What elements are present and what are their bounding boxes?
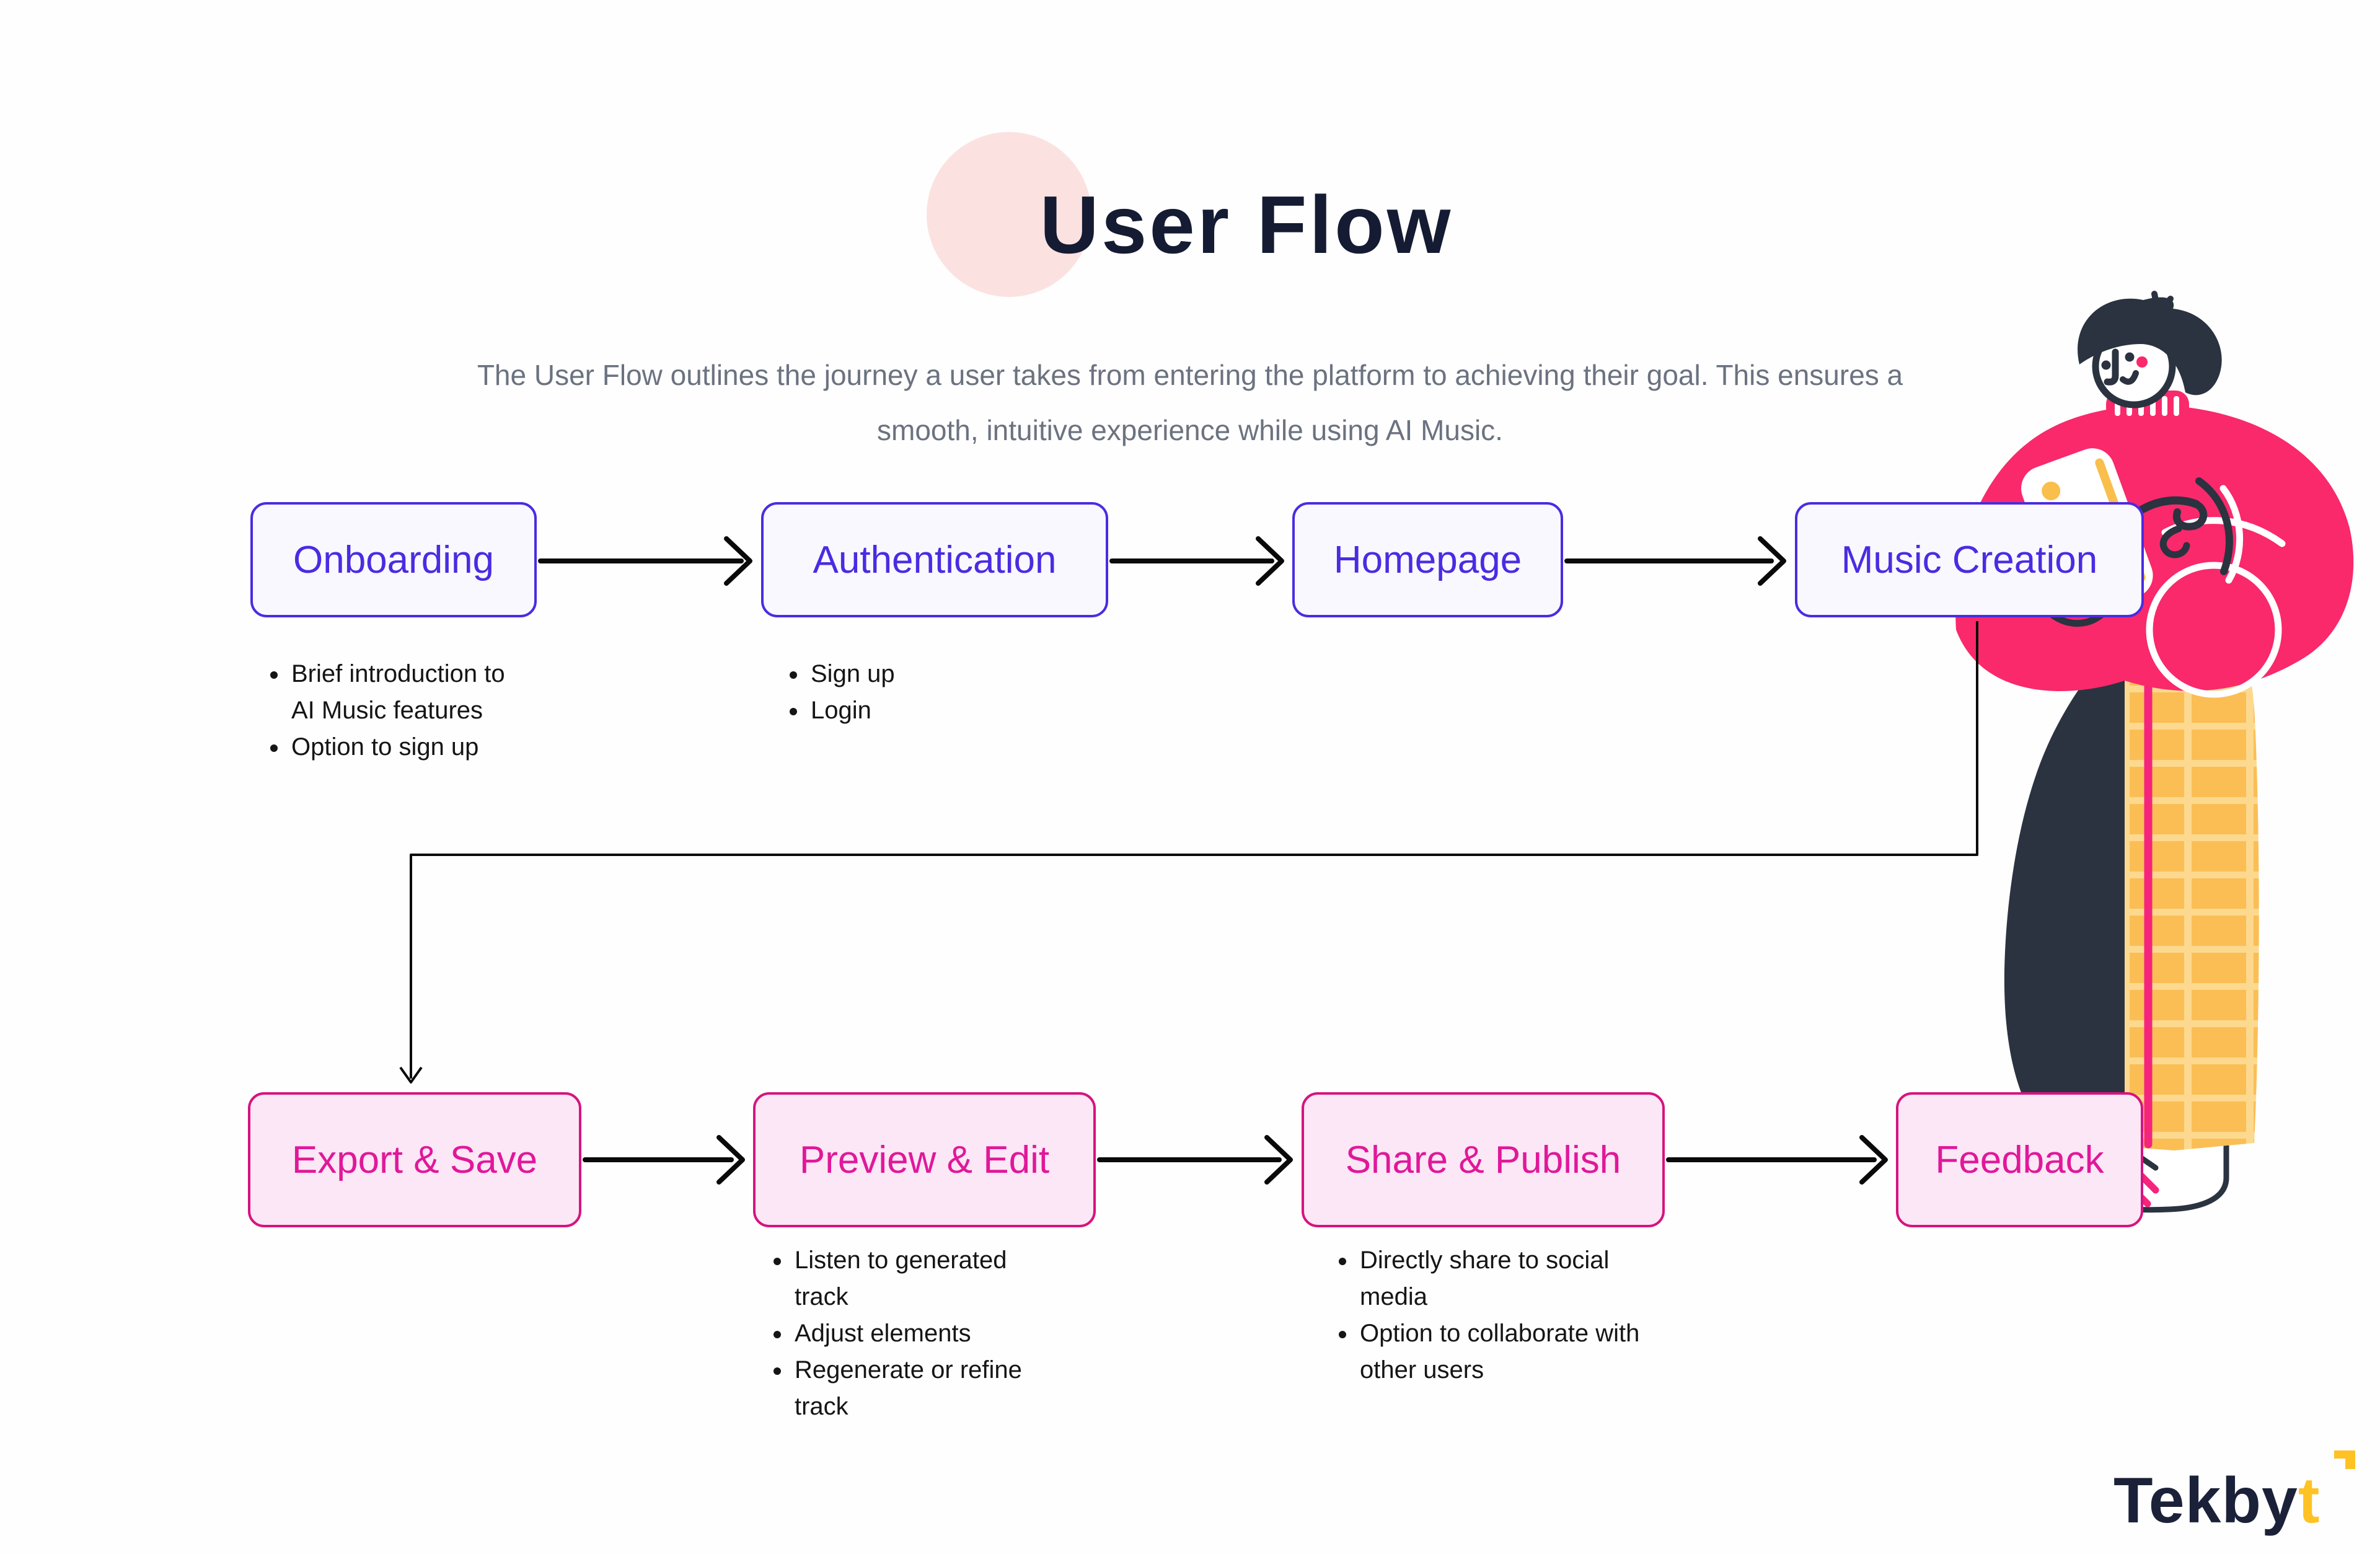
list-item: Option to sign up <box>289 729 512 766</box>
list-item: Option to collaborate with other users <box>1357 1315 1646 1388</box>
onboarding-bullet-list: Brief introduction to AI Music features … <box>260 656 512 766</box>
flow-node-share-publish: Share & Publish <box>1302 1092 1665 1227</box>
page-description-line1: The User Flow outlines the journey a use… <box>477 359 1903 391</box>
list-item: Directly share to social media <box>1357 1242 1646 1315</box>
person-skirt <box>2125 635 2259 1150</box>
logo-text-accent: t <box>2298 1465 2320 1537</box>
logo-corner-bracket-icon <box>2334 1450 2355 1469</box>
flow-node-feedback: Feedback <box>1896 1092 2143 1227</box>
person-leg <box>2004 640 2125 1146</box>
preview-edit-bullet-list: Listen to generated track Adjust element… <box>764 1242 1052 1425</box>
flow-node-authentication: Authentication <box>761 502 1108 617</box>
page-title: User Flow <box>1039 179 1453 270</box>
flow-node-label: Authentication <box>813 538 1057 581</box>
flow-node-label: Homepage <box>1333 538 1522 581</box>
flow-node-label: Onboarding <box>293 538 495 581</box>
flow-node-export-save: Export & Save <box>248 1092 581 1227</box>
flow-node-label: Feedback <box>1935 1138 2104 1181</box>
list-item: Adjust elements <box>792 1315 1052 1352</box>
list-item: Brief introduction to AI Music features <box>289 656 512 729</box>
logo-text-primary: Tekby <box>2113 1465 2298 1537</box>
flow-node-label: Preview & Edit <box>799 1138 1050 1181</box>
list-item: Regenerate or refine track <box>792 1352 1052 1425</box>
flow-node-preview-edit: Preview & Edit <box>753 1092 1096 1227</box>
arm-arc <box>2195 477 2233 575</box>
list-item: Sign up <box>808 656 1031 692</box>
logo: Tekbyt <box>2113 1464 2320 1538</box>
flow-node-onboarding: Onboarding <box>250 502 537 617</box>
page-description: The User Flow outlines the journey a use… <box>257 348 2123 458</box>
flow-node-label: Share & Publish <box>1345 1138 1621 1181</box>
share-publish-bullet-list: Directly share to social media Option to… <box>1329 1242 1646 1388</box>
pointing-hand <box>2138 496 2208 558</box>
hair <box>2078 297 2222 395</box>
authentication-bullet-list: Sign up Login <box>780 656 1031 729</box>
title-accent-circle <box>927 132 1091 297</box>
list-item: Listen to generated track <box>792 1242 1052 1315</box>
face-features <box>2101 348 2148 386</box>
flow-node-homepage: Homepage <box>1292 502 1563 617</box>
list-item: Login <box>808 692 1031 729</box>
flow-node-label: Export & Save <box>291 1138 538 1181</box>
flow-node-music-creation: Music Creation <box>1795 502 2144 617</box>
page-description-line2: smooth, intuitive experience while using… <box>877 414 1503 446</box>
hair-sprout <box>2151 291 2174 316</box>
flow-node-label: Music Creation <box>1841 538 2098 581</box>
